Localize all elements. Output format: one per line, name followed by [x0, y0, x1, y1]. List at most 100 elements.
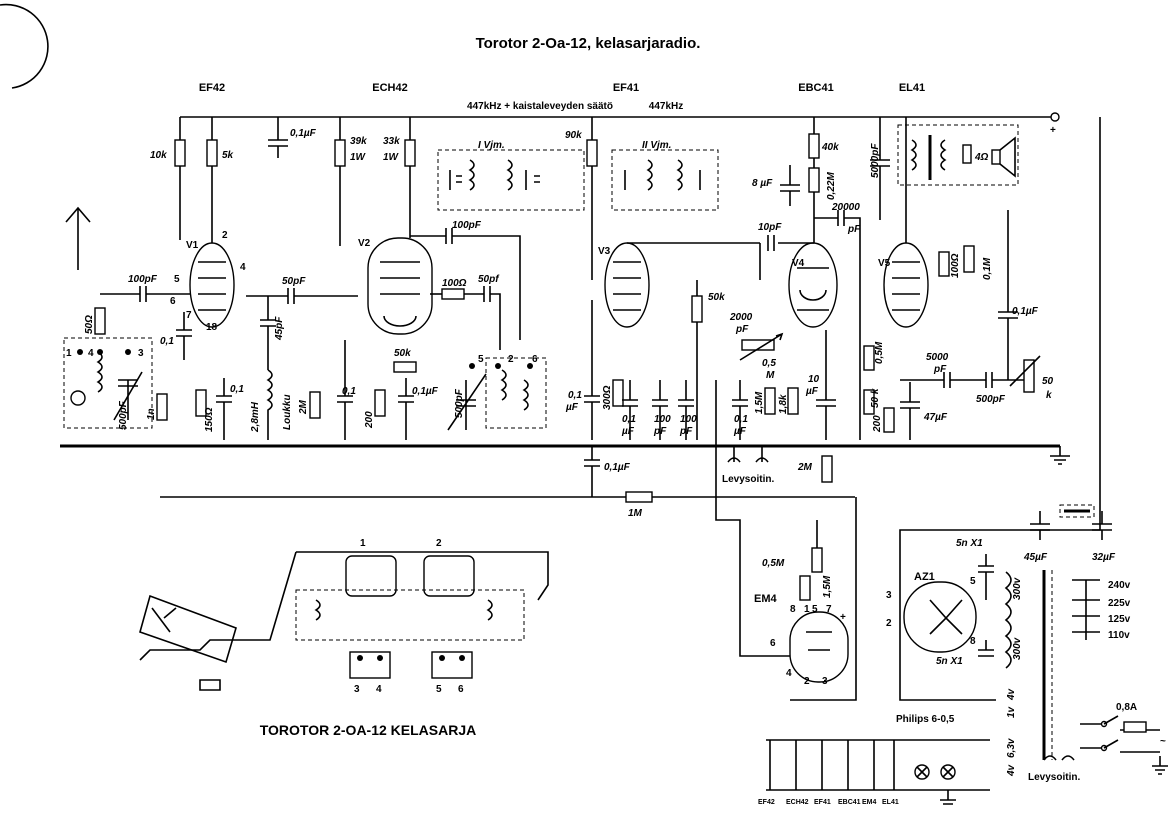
label-100pf-input: 100pF	[128, 274, 158, 285]
capacitor-100pf-b: 100 pF	[678, 380, 697, 440]
pin-3-em4: 3	[822, 676, 828, 687]
label-01-v4: 0,1	[734, 414, 748, 425]
coil-set-drawing: 1 2 3 4 5 6	[139, 538, 549, 695]
label-uf-v3a: µF	[565, 402, 579, 413]
capacitor-50pf: 50pF	[246, 276, 358, 304]
label-uf-v4: µF	[733, 426, 747, 437]
mains-input: 0,8A ~	[1080, 702, 1168, 775]
phono-output-jacks[interactable]	[1043, 755, 1075, 761]
antenna-coil-unit: 50Ω 1 4 3 500pF	[63, 307, 153, 430]
if-transformer-2: II Vjm.	[611, 140, 719, 211]
phono-input-jacks[interactable]: Levysoitin.	[722, 446, 774, 485]
label-5000pf: 5000pF	[870, 143, 881, 178]
tone-potentiometer[interactable]: 50 k	[1009, 355, 1054, 401]
label-500pf-if: 500pF	[454, 388, 465, 418]
tube-label-ech42: ECH42	[372, 82, 407, 94]
label-01-v1-b: 0,1	[230, 384, 244, 395]
tube-label-ef42: EF42	[199, 82, 225, 94]
resistor-300ohm: 300Ω	[602, 379, 624, 410]
pin-5-az1: 5	[970, 576, 976, 587]
label-pot-05: 0,5	[762, 358, 776, 369]
capacitor-01uf-v5: 0,1µF	[998, 210, 1039, 380]
oscillator-coil-unit: 5 2 6 500pF	[447, 354, 547, 431]
label-90k: 90k	[565, 130, 582, 141]
label-pf-a: pF	[653, 426, 667, 437]
resistor-1n: 1n	[146, 393, 168, 421]
pin-3-ant: 3	[138, 348, 144, 359]
pin-6-osc: 6	[532, 354, 538, 365]
tube-ref-v3: V3	[598, 246, 611, 257]
label-200: 200	[364, 411, 375, 429]
capacitor-2000pf: 2000 pF	[729, 312, 753, 335]
tube-v2: V2	[358, 237, 433, 335]
label-levysoitin-1: Levysoitin.	[722, 474, 774, 485]
label-200-v5: 200	[872, 415, 883, 433]
label-01-v3b: 0,1	[622, 414, 636, 425]
label-100ohm: 100Ω	[442, 278, 467, 289]
tube-ref-v5: V5	[878, 258, 891, 269]
coil-set-caption: TOROTOR 2-OA-12 KELASARJA	[260, 722, 477, 738]
label-20000: 20000	[831, 202, 860, 213]
heater-label-em4: EM4	[862, 799, 877, 806]
tube-label-el41: EL41	[899, 82, 925, 94]
label-022m: 0,22M	[826, 172, 837, 200]
pin-2-v1: 2	[222, 230, 228, 241]
label-philips-lamp: Philips 6-0,5	[896, 714, 955, 725]
resistor-2m: 2M	[298, 391, 321, 419]
resistor-1m: 1M	[625, 491, 653, 519]
heater-label-el41: EL41	[882, 799, 899, 806]
pin-18-v1: 18	[206, 322, 218, 333]
label-8uf: 8 µF	[752, 178, 773, 189]
volume-potentiometer[interactable]: 0,5 M	[739, 332, 784, 381]
resistor-01m: 0,1M	[963, 245, 993, 280]
pin-2-em4: 2	[804, 676, 810, 687]
power-supply: 45µF 32µF AZ1 3 2 5 8 5n X1 5n X1 300v 3…	[886, 117, 1131, 777]
capacitor-100pf-a: 100 pF	[652, 380, 671, 440]
resistor-100ohm-v5: 100Ω	[938, 251, 961, 278]
label-1w-b: 1W	[383, 152, 400, 163]
label-if1: I Vjm.	[478, 140, 505, 151]
mains-switch[interactable]	[1103, 715, 1119, 749]
label-01m: 0,1M	[982, 257, 993, 280]
label-125v: 125v	[1108, 614, 1131, 625]
label-500pf-2: 500pF	[976, 394, 1006, 405]
capacitor-10pf: 10pF	[758, 222, 782, 251]
capacitor-01uf-v4: 0,1 µF	[732, 380, 748, 440]
pin-6-v1: 6	[170, 296, 176, 307]
resistor-50k-v2: 50k	[393, 348, 417, 373]
plus-sign-em4: +	[840, 612, 846, 623]
heater-label-ef41: EF41	[814, 799, 831, 806]
ground-symbol	[1050, 446, 1070, 465]
coil-pin-6: 6	[458, 684, 464, 695]
resistor-200-v5: 200	[872, 407, 895, 433]
label-2m-b: 2M	[797, 462, 813, 473]
coil-pin-5: 5	[436, 684, 442, 695]
label-18k: 1,8k	[778, 394, 789, 414]
resistor-5k: 5k	[206, 139, 234, 167]
capacitor-01uf-v3b: 0,1 µF	[621, 380, 638, 440]
resistor-05m: 0,5M	[863, 341, 885, 371]
tube-label-az1: AZ1	[914, 571, 935, 583]
capacitor-100pf-input: 100pF	[100, 274, 190, 302]
tube-label-ef41: EF41	[613, 82, 639, 94]
label-45pf: 45pF	[274, 316, 285, 341]
label-100-b: 100	[680, 414, 697, 425]
tube-v5: V5	[878, 242, 929, 328]
b-plus-terminal	[1050, 112, 1060, 122]
pin-2-az1: 2	[886, 618, 892, 629]
label-1v: 1v	[1006, 705, 1017, 718]
label-47uf: 47µF	[923, 412, 948, 423]
capacitor-01-v1-b: 0,1	[216, 378, 244, 440]
label-40k: 40k	[821, 142, 839, 153]
capacitor-01uf-v2: 0,1µF	[398, 378, 439, 440]
label-33k: 33k	[383, 136, 400, 147]
pin-2-osc: 2	[508, 354, 514, 365]
resistor-022m: 0,22M	[808, 167, 837, 200]
label-pf-b: pF	[679, 426, 693, 437]
tube-ref-v2: V2	[358, 238, 371, 249]
label-100ohm-v5: 100Ω	[950, 253, 961, 278]
label-pf-5000: pF	[933, 364, 947, 375]
label-fuse: 0,8A	[1116, 702, 1137, 713]
label-01uf-v5: 0,1µF	[1012, 306, 1039, 317]
